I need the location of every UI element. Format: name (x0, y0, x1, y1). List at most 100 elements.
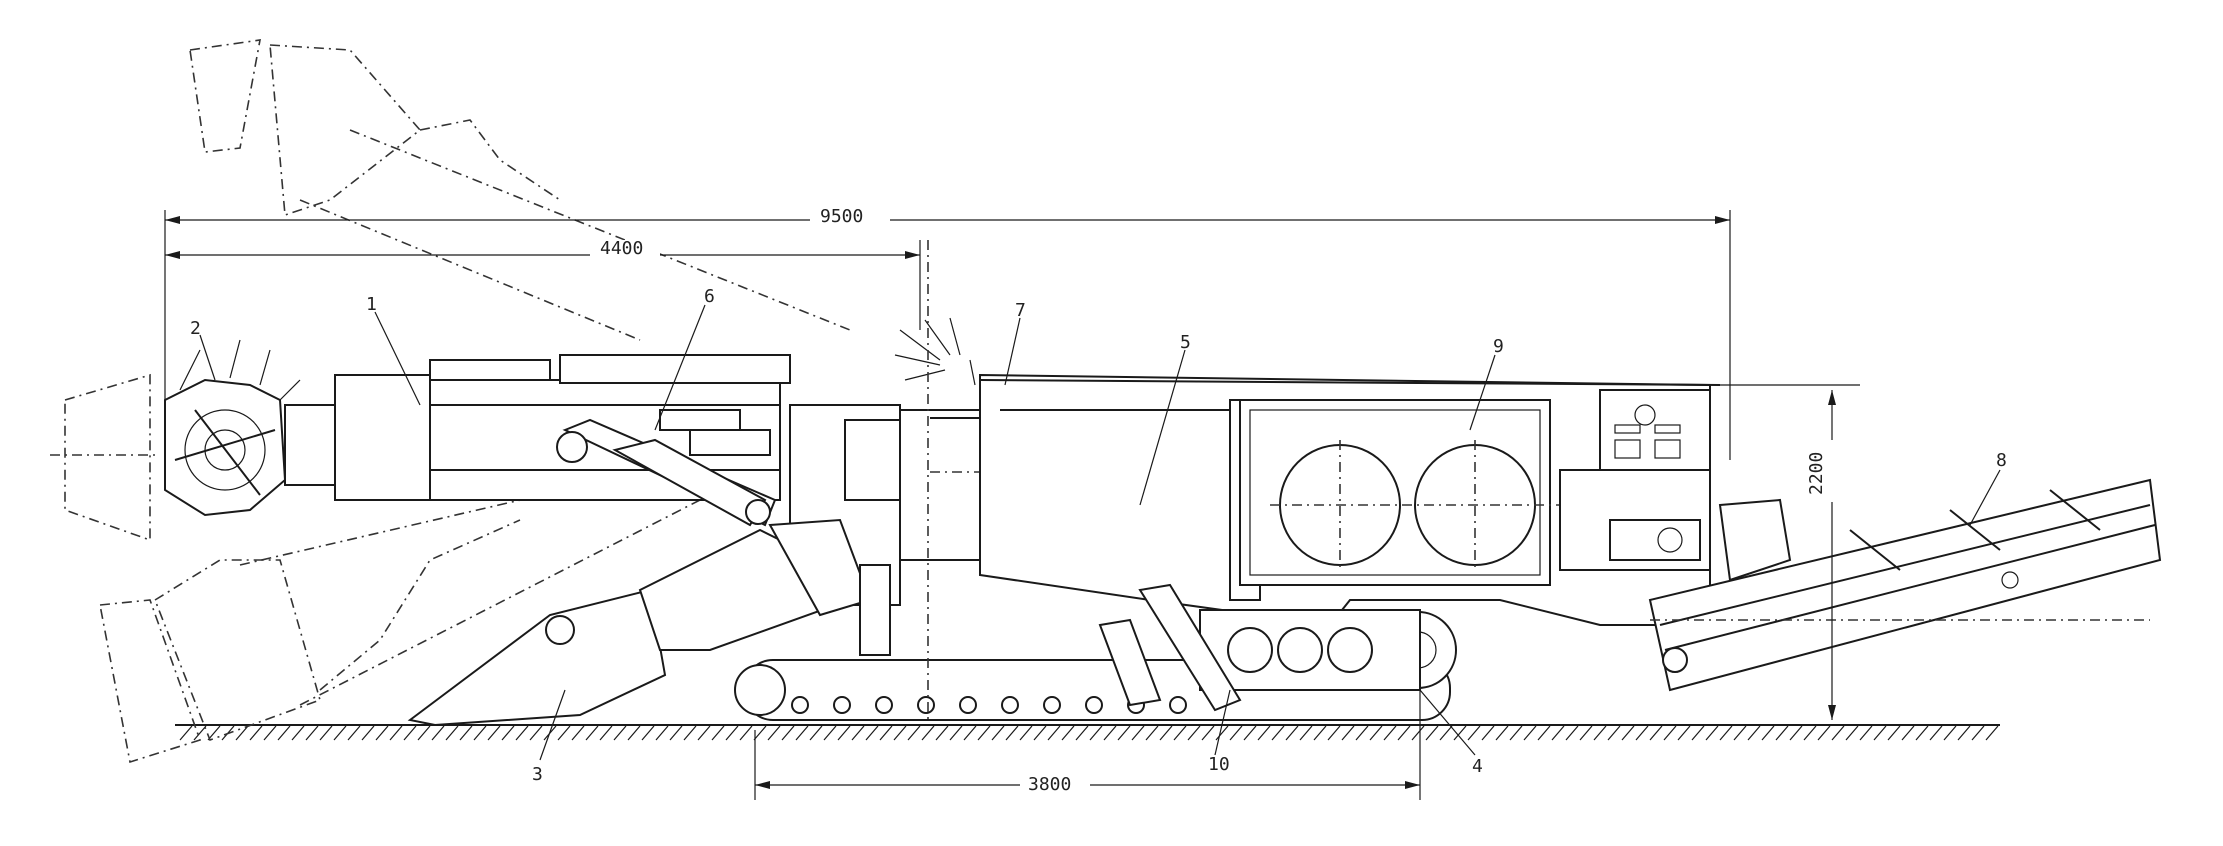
callout-3: 3 (532, 764, 543, 785)
ground-hatch-line (1243, 725, 1257, 741)
hydraulic-supports (859, 564, 1242, 712)
ground-hatch-line (1159, 725, 1173, 741)
callout-leaders (199, 304, 2001, 761)
ground-hatch-line (1691, 725, 1705, 741)
ground-hatch-line (1285, 725, 1299, 741)
ground-hatch-line (1775, 725, 1789, 741)
ground-hatch-line (963, 725, 977, 741)
ground-hatch-line (1117, 725, 1131, 741)
ground-hatch-line (515, 725, 529, 741)
callout-labels: 1 2 3 4 5 6 7 8 9 10 (190, 286, 2007, 785)
ground-hatch-line (879, 725, 893, 741)
ground-hatch-line (459, 725, 473, 741)
ground-hatch-line (417, 725, 431, 741)
ground-hatch-line (1509, 725, 1523, 741)
ground-hatch-line (1929, 725, 1943, 741)
ground-hatch-line (1537, 725, 1551, 741)
ground-hatch-line (1411, 725, 1425, 741)
ground-hatch-line (305, 725, 319, 741)
ground-hatch-line (1383, 725, 1397, 741)
ground-hatch-line (347, 725, 361, 741)
ground-hatch-line (1327, 725, 1341, 741)
ground-hatch-line (809, 725, 823, 741)
ground-hatch-line (1789, 725, 1803, 741)
dim-boom-reach: 4400 (600, 238, 643, 259)
ground-hatch-line (1355, 725, 1369, 741)
ground-hatch-line (1369, 725, 1383, 741)
boom-lower-position-ghost (99, 469, 701, 764)
ground-hatch-line (1145, 725, 1159, 741)
ground-hatch-line (277, 725, 291, 741)
ground-hatch-line (1803, 725, 1817, 741)
ground-hatch-line (1593, 725, 1607, 741)
ground-hatch-line (893, 725, 907, 741)
ground-hatch-line (291, 725, 305, 741)
ground-hatch-line (1439, 725, 1453, 741)
ground-hatch-line (641, 725, 655, 741)
dim-height: 2200 (1806, 452, 1827, 495)
ground-hatch-line (361, 725, 375, 741)
ground-hatch-line (1201, 725, 1215, 741)
callout-6: 6 (704, 286, 715, 307)
callout-10: 10 (1208, 754, 1230, 775)
ground-hatch-line (949, 725, 963, 741)
track-roller (959, 696, 977, 714)
ground-hatch-line (585, 725, 599, 741)
callout-2: 2 (190, 318, 201, 339)
ground-hatch-line (921, 725, 935, 741)
track-roller (1169, 696, 1187, 714)
conveyor (1648, 478, 2162, 692)
ground-hatch-line (1187, 725, 1201, 741)
ground-hatch-line (445, 725, 459, 741)
ground-hatch-line (1019, 725, 1033, 741)
ground-hatch-line (1845, 725, 1859, 741)
ground-hatch-line (1719, 725, 1733, 741)
ground-hatch-line (613, 725, 627, 741)
ground-hatch-line (711, 725, 725, 741)
cutting-boom (284, 354, 827, 501)
ground-hatch-line (207, 725, 221, 741)
track-roller (875, 696, 893, 714)
ground-hatch-line (1313, 725, 1327, 741)
ground-hatch-line (1607, 725, 1621, 741)
ground-hatch-line (179, 725, 193, 741)
loading-shovel (407, 518, 872, 727)
ground-hatch-line (669, 725, 683, 741)
ground-hatch-line (739, 725, 753, 741)
ground-hatch-line (655, 725, 669, 741)
ground-hatch-line (1481, 725, 1495, 741)
spray-nozzles (894, 317, 976, 386)
ground-hatch-line (767, 725, 781, 741)
ground-hatch-line (1215, 725, 1229, 741)
callout-4: 4 (1472, 756, 1483, 777)
ground-hatch-line (1299, 725, 1313, 741)
ground-hatch-line (193, 725, 207, 741)
ground-hatch-line (403, 725, 417, 741)
ground-hatch-line (599, 725, 613, 741)
ground-hatch-line (571, 725, 585, 741)
ground-hatch-line (1943, 725, 1957, 741)
track-roller (833, 696, 851, 714)
ground-hatch-line (1831, 725, 1845, 741)
callout-9: 9 (1493, 336, 1504, 357)
callout-8: 8 (1996, 450, 2007, 471)
ground-hatch-line (1103, 725, 1117, 741)
ground-hatch-line (823, 725, 837, 741)
ground-hatch-line (1495, 725, 1509, 741)
ground-hatch-line (1649, 725, 1663, 741)
ground-hatch-line (991, 725, 1005, 741)
ground-hatch-line (1551, 725, 1565, 741)
ground-hatch-line (1173, 725, 1187, 741)
callout-5: 5 (1180, 332, 1191, 353)
ground-hatch-line (1565, 725, 1579, 741)
ground-hatch-line (529, 725, 543, 741)
ground-hatch-line (1663, 725, 1677, 741)
ground-hatch-line (1817, 725, 1831, 741)
ground-hatch-line (627, 725, 641, 741)
track-roller (1085, 696, 1103, 714)
ground-hatch-line (1425, 725, 1439, 741)
ground-hatch-line (907, 725, 921, 741)
ground-hatch-line (1747, 725, 1761, 741)
lift-cylinder (556, 418, 777, 527)
cutting-head-ghost-front (50, 373, 160, 542)
